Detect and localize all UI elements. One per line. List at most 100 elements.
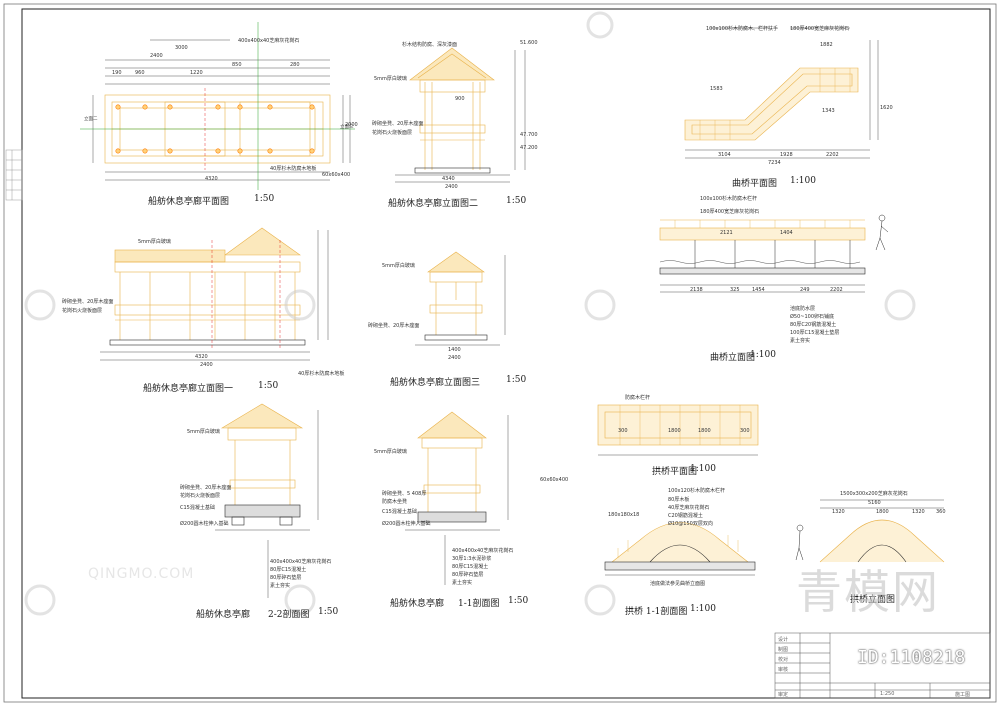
gq-sec-scale: 1:100 [690,604,716,614]
title-block [774,632,991,699]
qq-elev-dim-6: 2121 [720,230,733,236]
qq-plan-dim-0: 7234 [768,160,781,166]
s22-note-2: C15混凝土基础 [180,505,215,511]
qq-elev-note-2: 180厚400宽芝麻灰花岗石 [700,209,760,215]
plan-dim-4: 960 [135,70,145,76]
qq-elev-layer-1: Ø50~100卵石铺底 [790,314,835,320]
gq-sec-size: 180x180x18 [608,512,640,518]
plan-scale: 1:50 [254,194,275,204]
s11-glass-note: 5mm厚白玻璃 [374,449,407,455]
gq-plan-title: 拱桥平面图 [652,467,698,477]
watermark-id: ID:1108218 [857,647,966,668]
human-figure-icon [795,524,804,561]
s11-layer-0: 400x400x40芝麻灰花岗石 [452,548,514,554]
qq-plan-dim-6: 1882 [820,42,833,48]
qq-elev-layer-2: 80厚C20钢筋混凝土 [790,322,837,328]
s22-layer-2: 80厚碎石垫层 [270,575,302,581]
e2-dim-2: 2400 [445,184,458,190]
zigzag-bridge-plan [684,27,879,159]
e2-dim-3: 900 [455,96,465,102]
outer-frame [3,3,997,703]
sec11-title: 船舫休息亭廊 [390,599,445,609]
qq-plan-dim-3: 2202 [826,152,839,158]
plan-markers: 立面二 [84,115,98,122]
e1-bottom-note: 40厚杉木防腐木地板 [298,371,345,377]
gq-elev-title: 拱桥立面图 [850,595,896,605]
pavilion-plan [80,22,355,190]
gq-plan-dim-2: 1800 [698,428,711,434]
s11-size-note: 60x60x400 [540,477,569,483]
plan-dim-5: 850 [232,62,242,68]
e2-glass-note: 5mm厚白玻璃 [374,76,407,82]
sec22-scale: 1:50 [318,607,339,617]
elev3-title: 船舫休息亭廊立面图三 [390,378,481,388]
gq-elev-note: 1500x300x200芝麻灰花岗石 [840,491,908,497]
sec22-name: 2-2剖面图 [268,610,310,620]
tb-row-1: 制图 [778,647,789,653]
plan-dim-7: 4320 [205,176,218,182]
qq-elev-dim-1: 325 [730,287,740,293]
e3-glass-note: 5mm厚白玻璃 [382,263,415,269]
qq-elev-note-1: 100x100杉木防腐木栏杆 [700,196,758,202]
plan-top-note: 400x400x40芝麻灰花岗石 [238,38,300,44]
arch-bridge-section [604,522,756,576]
s11-layer-3: 80厚碎石垫层 [452,572,484,578]
qq-plan-dim-5: 1343 [822,108,835,114]
gq-plan-scale: 1:100 [690,464,716,474]
tb-row-3: 审核 [778,667,789,673]
qq-elev-dim-2: 1454 [752,287,765,293]
tb-row-0: 设计 [778,637,789,643]
s11-note-2: C15混凝土基础 [382,509,417,515]
e3-wood-note: 砖砌坐凳、20厚木座面 [368,323,420,329]
svg-text:立面三: 立面三 [340,123,354,130]
pavilion-elevation-2 [395,47,526,183]
e1-glass-note: 5mm厚白玻璃 [138,239,171,245]
pavilion-section-2-2 [215,403,319,598]
gq-elev-dim-1: 1320 [832,509,845,515]
zigzag-bridge-elevation [659,214,889,293]
elev3-scale: 1:50 [506,375,527,385]
s11-layer-4: 素土夯实 [452,580,473,586]
s22-note-0: 砖砌坐凳、20厚木座面 [180,485,232,491]
s11-note-0: 砖砌坐凳、5 408厚 [382,491,427,497]
gq-sec-bottom-note: 池底做法参见曲桥立面图 [650,581,706,587]
gq-plan-dim-1: 1800 [668,428,681,434]
qq-plan-title: 曲桥平面图 [732,179,778,189]
sec11-scale: 1:50 [508,596,529,606]
tb-row-2: 校对 [778,657,789,663]
sec11-name: 1-1剖面图 [458,599,500,609]
e1-dim-0: 4320 [195,354,208,360]
plan-dim-8: 2000 [345,122,358,128]
e1-dim-1: 2400 [200,362,213,368]
gq-sec-layer-3: Ø10@150双层双向 [668,521,713,527]
s11-note-1: 防腐木坐凳 [382,499,408,505]
qq-plan-scale: 1:100 [790,176,816,186]
qq-elev-layer-0: 池底防水层 [790,306,816,312]
qq-elev-dim-5: 1404 [780,230,793,236]
tb-sheet-no: 施工图 [955,692,971,698]
elev1-title: 船舫休息亭廊立面图一 [143,384,234,394]
qq-plan-dim-4: 1583 [710,86,723,92]
tb-scale: 1:250 [880,691,895,697]
s22-note-3: Ø200圆木柱伸入基础 [180,521,229,527]
gq-plan-note: 防腐木栏杆 [625,395,651,401]
qq-plan-note-1: 100x100杉木防腐木、栏杆扶手 [706,26,779,32]
e2-stone-note: 花岗石火烧板面层 [372,130,413,136]
plan-dim-6: 280 [290,62,300,68]
gq-elev-dim-3: 1320 [912,509,925,515]
qq-elev-dim-3: 249 [800,287,810,293]
qq-elev-layer-4: 素土夯实 [790,338,811,344]
e2-level-1: 47.700 [520,132,538,138]
elev2-scale: 1:50 [506,196,527,206]
qq-elev-scale: 1:100 [750,350,776,360]
qq-plan-dim-7: 1620 [880,105,893,111]
gq-plan-dim-3: 300 [740,428,750,434]
gq-plan-dim-0: 300 [618,428,628,434]
e2-roof-note: 杉木结构防腐、深灰漆面 [402,42,458,48]
s22-note-1: 花岗石火烧板面层 [180,493,221,499]
qq-plan-dim-1: 3104 [718,152,731,158]
gq-sec-layer-2: C20钢筋混凝土 [668,513,703,519]
e2-wood-note: 砖砌坐凳、20厚木座面 [372,121,424,127]
qq-elev-dim-4: 2202 [830,287,843,293]
